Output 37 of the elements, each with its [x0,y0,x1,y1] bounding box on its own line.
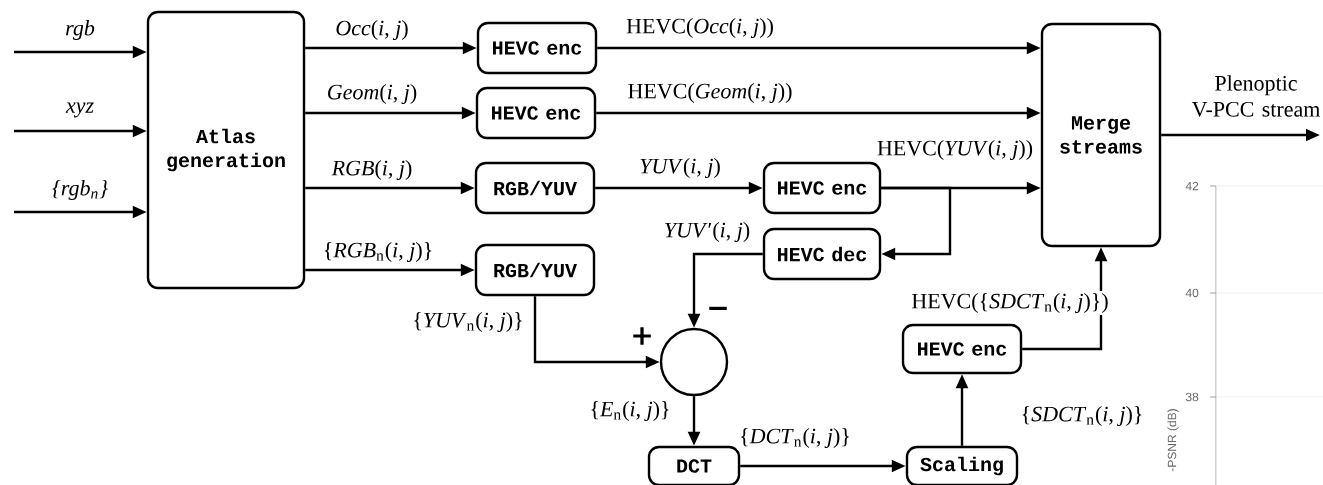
edge-label: RGB(i, j) [331,160,412,180]
edge-label: {E$_{n}$(i, j)} [591,401,669,421]
sign-label: − [709,306,727,311]
edge-label: {YUV$_{n}$(i, j)} [414,312,522,332]
sign-label: + [633,327,651,345]
edge-label: YUV′(i, j) [665,222,750,242]
edge-label: HEVC(YUV(i, j)) [877,140,1033,160]
process-box: Merge streams [1040,22,1162,248]
edge-label: {RGB$_{n}$(i, j)} [324,242,432,262]
process-box: HEVC dec [762,227,882,281]
edge-label: HEVC(Occ(i, j)) [626,18,773,38]
edge-label: Occ(i, j) [336,20,408,40]
process-box: Atlas generation [146,10,306,290]
edge-label: HEVC(Geom(i, j)) [628,83,792,103]
edge-label: YUV(i, j) [640,158,720,178]
edge-label: rgb [66,20,95,40]
edge-label: {DCT$_{n}$(i, j)} [741,428,849,448]
process-box: HEVC enc [476,21,598,75]
edge-label: {SDCT$_{n}$(i, j)} [1022,406,1142,426]
edge-label: Plenoptic V-PCC stream [1191,75,1320,117]
tick-label: 40 [1185,288,1199,298]
edge-label: xyz [65,102,94,118]
process-box: HEVC enc [475,86,597,140]
summing-circle [659,327,729,397]
edge-label: Geom(i, j) [328,84,417,104]
tick-label: 42 [1185,181,1199,191]
tick-label: 38 [1185,392,1199,402]
edge-label: {rgb$_{n}$} [52,180,108,200]
process-box: Scaling [905,445,1019,485]
process-box: HEVC enc [762,161,882,215]
arrow [881,186,952,261]
process-box: RGB/YUV [474,161,596,215]
process-box: DCT [647,445,741,485]
process-box: RGB/YUV [474,243,596,297]
axis-label: -PSNR (dB) [1167,409,1179,472]
edge-label: HEVC({SDCT$_{n}$(i, j)}) [911,293,1108,313]
process-box: HEVC enc [901,323,1023,375]
